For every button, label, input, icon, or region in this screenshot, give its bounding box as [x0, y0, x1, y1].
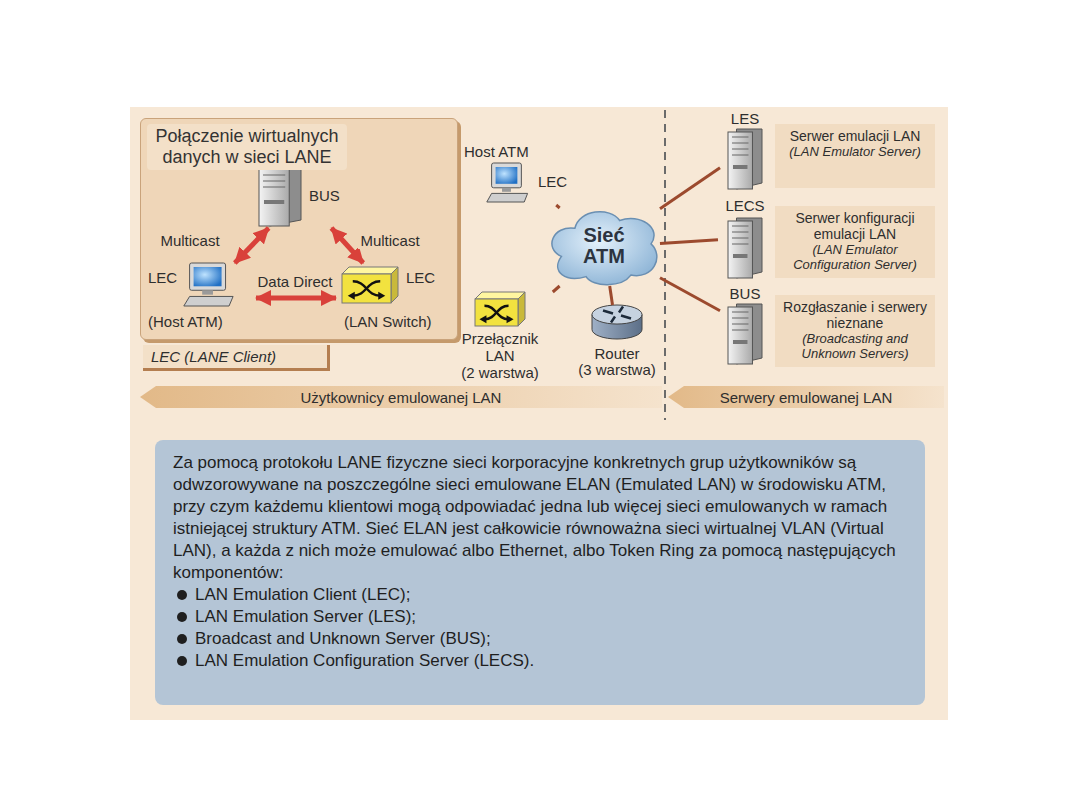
- node-label: (LAN Switch): [344, 313, 432, 330]
- legend-box: LEC (LANE Client): [143, 345, 330, 371]
- node-label: LES: [720, 110, 770, 127]
- node-label: LEC (LANE Client): [151, 348, 319, 365]
- network-link: [660, 278, 720, 311]
- node-label: BUS: [720, 285, 770, 302]
- description-box: Serwer emulacji LAN(LAN Emulator Server): [775, 124, 935, 188]
- list-item: Broadcast and Unknown Server (BUS);: [173, 628, 907, 650]
- band-arrow: Serwery emulowanej LAN: [668, 386, 944, 408]
- pc-symbol: [178, 263, 236, 307]
- node-label: Użytkownicy emulowanej LAN: [301, 389, 502, 406]
- lan-switch: Przełącznik LAN(2 warstwa): [448, 292, 554, 383]
- network-link: [556, 205, 559, 208]
- description-box: Rozgłaszanie i serwery nieznane(Broadcas…: [775, 295, 935, 367]
- network-link: [660, 168, 720, 209]
- sw-symbol: [475, 292, 525, 326]
- node-label: LEC: [148, 269, 177, 286]
- node-label: Za pomocą protokołu LANE fizyczne sieci …: [173, 452, 907, 584]
- edge-label: Multicast: [358, 232, 421, 249]
- list-item: LAN Emulation Server (LES);: [173, 606, 907, 628]
- les-server: LES: [720, 110, 772, 190]
- node-label: Serwery emulowanej LAN: [720, 389, 893, 406]
- bus-server: BUS: [720, 285, 772, 365]
- list-item: LAN Emulation Configuration Server (LECS…: [173, 650, 907, 672]
- node-label: Serwer emulacji LAN: [781, 128, 929, 144]
- note-box: Za pomocą protokołu LANE fizyczne sieci …: [155, 440, 925, 705]
- pc-symbol: [482, 163, 530, 203]
- atm-host: Host ATM LEC: [462, 143, 580, 205]
- divider-line: [664, 110, 666, 420]
- node-label: LEC: [406, 269, 435, 286]
- figure-background: [130, 107, 948, 720]
- sw-symbol: [342, 267, 398, 303]
- node-label: (Host ATM): [148, 313, 223, 330]
- atm-cloud: Sieć ATM: [548, 208, 660, 286]
- server-symbol: [728, 304, 762, 364]
- node-label: (3 warstwa): [572, 361, 662, 378]
- node-label: Przełącznik LAN: [448, 330, 552, 364]
- edge-label: Data Direct: [255, 273, 334, 290]
- server-symbol: [259, 161, 301, 226]
- router: Router(3 warstwa): [572, 305, 664, 380]
- data-arrow: [235, 228, 269, 263]
- lane-panel: Połączenie wirtualnych danych w sieci LA…: [140, 118, 458, 340]
- lec-host: LEC (Host ATM): [146, 263, 256, 333]
- network-link: [553, 286, 560, 292]
- description-box: Serwer konfiguracji emulacji LAN(LAN Emu…: [775, 206, 935, 278]
- node-label: (Broadcasting and Unknown Servers): [781, 331, 929, 361]
- node-label: LECS: [718, 197, 772, 214]
- network-link: [660, 240, 718, 244]
- panel-heading: Połączenie wirtualnych danych w sieci LA…: [147, 124, 347, 170]
- server-symbol: [728, 129, 762, 189]
- node-label: Serwer konfiguracji emulacji LAN: [781, 210, 929, 242]
- node-label: (LAN Emulator Configuration Server): [781, 242, 929, 272]
- node-label: LEC: [538, 173, 567, 190]
- lecs-server: LECS: [718, 197, 774, 279]
- lec-switch: LEC (LAN Switch): [336, 263, 454, 333]
- list-item: LAN Emulation Client (LEC);: [173, 584, 907, 606]
- node-label: Rozgłaszanie i serwery nieznane: [781, 299, 929, 331]
- band-arrow: Użytkownicy emulowanej LAN: [140, 386, 662, 408]
- node-label: BUS: [309, 187, 340, 204]
- node-label: Host ATM: [464, 143, 529, 160]
- edge-label: Multicast: [158, 232, 221, 249]
- network-link: [610, 286, 613, 305]
- bus-server: BUS: [251, 161, 351, 228]
- server-symbol: [728, 218, 762, 278]
- node-label: (LAN Emulator Server): [781, 144, 929, 159]
- node-label: Sieć ATM: [570, 225, 638, 267]
- data-arrow: [256, 296, 336, 301]
- node-label: (2 warstwa): [448, 364, 552, 381]
- router-symbol: [592, 305, 642, 339]
- node-label: Router: [572, 345, 662, 362]
